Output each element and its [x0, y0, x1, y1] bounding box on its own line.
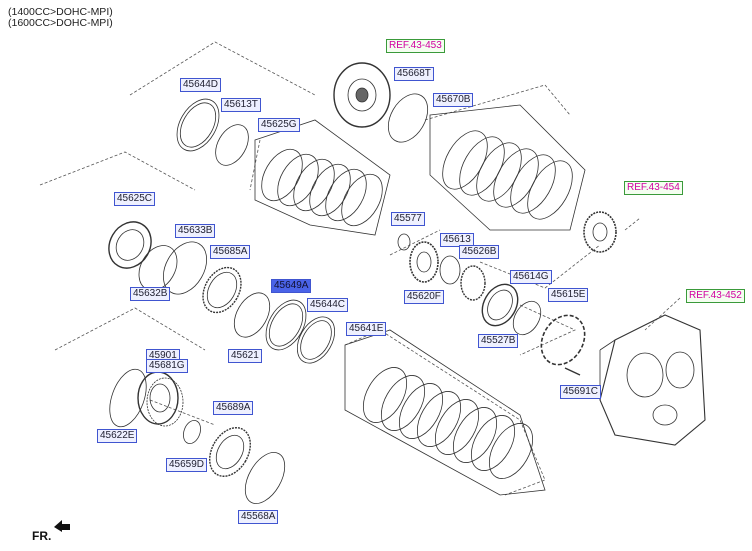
ring-45644C	[296, 316, 336, 364]
gear-ref-454	[583, 211, 617, 253]
ring-45527B	[481, 283, 519, 327]
gear-45620F	[409, 241, 439, 283]
front-label: FR.	[32, 529, 52, 543]
part-label-45691C[interactable]: 45691C	[560, 385, 602, 399]
part-label-45632B[interactable]: 45632B	[130, 287, 171, 301]
transmission-case	[599, 314, 706, 446]
part-label-45641E[interactable]: 45641E	[346, 322, 387, 336]
part-label-45622E[interactable]: 45622E	[97, 429, 138, 443]
part-label-45681G[interactable]: 45681G	[146, 359, 188, 373]
snapring-45613T	[215, 124, 249, 166]
gear-hub-top	[333, 62, 391, 128]
part-label-45649A[interactable]: 45649A	[271, 279, 312, 293]
ring-45614G	[512, 300, 542, 336]
frame-mid-left	[39, 151, 196, 191]
part-label-45621[interactable]: 45621	[228, 349, 262, 363]
part-label-45568A[interactable]: 45568A	[238, 510, 279, 524]
part-label-45527B[interactable]: 45527B	[478, 334, 519, 348]
part-label-45614G[interactable]: 45614G	[510, 270, 552, 284]
part-label-45626B[interactable]: 45626B	[459, 245, 500, 259]
frame-top-left	[129, 41, 316, 96]
ring-45689A	[209, 427, 251, 477]
ref-label-452[interactable]: REF.43-452	[686, 289, 745, 303]
part-label-45633B[interactable]: 45633B	[175, 224, 216, 238]
part-label-45659D[interactable]: 45659D	[166, 458, 208, 472]
part-label-45613[interactable]: 45613	[440, 233, 474, 247]
ring-45644D	[176, 98, 220, 152]
ring-45613	[439, 255, 461, 285]
part-label-45644D[interactable]: 45644D	[180, 78, 222, 92]
ring-45625C	[108, 221, 152, 269]
bolt-45691C	[564, 367, 581, 376]
ring-45577	[397, 233, 411, 251]
clutch-pack-45641E	[344, 329, 546, 496]
clutch-pack-45625G	[254, 119, 391, 236]
part-label-45613T[interactable]: 45613T	[221, 98, 261, 112]
ring-45622E	[109, 368, 147, 428]
leader-45689A	[149, 399, 216, 426]
part-label-45689A[interactable]: 45689A	[213, 401, 254, 415]
ring-45668T	[387, 93, 429, 143]
ref-label-454[interactable]: REF.43-454	[624, 181, 683, 195]
part-label-45668T[interactable]: 45668T	[394, 67, 434, 81]
part-label-45670B[interactable]: 45670B	[433, 93, 474, 107]
ref-label-453[interactable]: REF.43-453	[386, 39, 445, 53]
header-line-1: (1400CC>DOHC-MPI)	[8, 6, 113, 18]
piston-45615E	[540, 314, 586, 366]
part-label-45625C[interactable]: 45625C	[114, 192, 156, 206]
part-label-45615E[interactable]: 45615E	[548, 288, 589, 302]
part-label-45644C[interactable]: 45644C	[307, 298, 349, 312]
ring-45633B	[162, 241, 208, 295]
arrow-icon	[54, 520, 70, 532]
part-label-45685A[interactable]: 45685A	[210, 245, 251, 259]
ring-45568A	[244, 452, 286, 504]
ring-45621	[233, 292, 271, 338]
frame-low-left	[54, 307, 206, 351]
part-label-45620F[interactable]: 45620F	[404, 290, 444, 304]
part-label-45577[interactable]: 45577	[391, 212, 425, 226]
ring-45685A	[202, 266, 242, 314]
ring-45626B	[460, 265, 486, 301]
clutch-pack-45670B	[429, 104, 586, 231]
ring-45659D	[183, 419, 201, 445]
part-label-45625G[interactable]: 45625G	[258, 118, 300, 132]
ring-45649A	[265, 299, 307, 351]
header-line-2: (1600CC>DOHC-MPI)	[8, 17, 113, 29]
